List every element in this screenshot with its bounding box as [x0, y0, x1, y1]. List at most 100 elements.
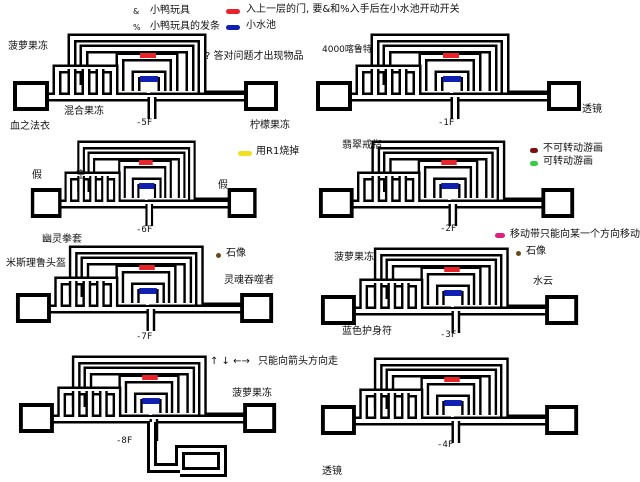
- floor-map-5f: [13, 33, 278, 119]
- room: [244, 81, 278, 111]
- upstairs-door: [142, 375, 158, 380]
- label-water-cloud: 水云: [533, 276, 553, 287]
- upstairs-door: [443, 53, 459, 58]
- legend-statue: 石像: [526, 246, 546, 257]
- upstairs-door: [441, 160, 457, 165]
- room: [547, 81, 581, 111]
- label-pineapple-jelly: 菠萝果冻: [334, 252, 374, 263]
- legend-red-door: 入上一层的门, 要&和%入手后在小水池开动开关: [246, 4, 460, 15]
- floor-map-4f: [320, 357, 579, 443]
- legend-pool: 小水池: [246, 20, 276, 31]
- corridor: [437, 73, 467, 91]
- small-pool: [444, 290, 462, 296]
- pool-switch: [146, 296, 149, 305]
- floor-label-8f: -8F: [116, 436, 133, 446]
- room: [15, 293, 51, 323]
- label-ghost-gloves: 幽灵拳套: [42, 234, 82, 245]
- floor-map-1f: [316, 33, 581, 119]
- room: [227, 188, 257, 218]
- pool-switch: [448, 191, 451, 200]
- conveyor-swatch: [495, 233, 505, 238]
- room: [316, 81, 352, 111]
- pool-switch: [451, 298, 454, 307]
- duck-symbol: &: [133, 7, 140, 16]
- fixed-painting-swatch: [530, 148, 538, 153]
- label-blue-amulet: 蓝色护身符: [342, 326, 392, 337]
- small-pool: [140, 76, 158, 82]
- pool-swatch: [226, 25, 240, 30]
- label-soul-eater: 灵魂吞噬者: [224, 275, 274, 286]
- floor-map-3f: [320, 247, 579, 333]
- statue-swatch: [216, 253, 221, 258]
- upstairs-door: [444, 267, 460, 272]
- legend-fixed-painting: 不可转动游画: [543, 143, 603, 154]
- label-lens: 透镜: [582, 104, 602, 115]
- legend-duck: 小鸭玩具: [150, 5, 190, 16]
- red-door-swatch: [226, 9, 240, 14]
- floor-label-3f: -3F: [440, 330, 457, 340]
- floor-label-4f: -4F: [437, 440, 454, 450]
- small-pool: [139, 183, 155, 189]
- label-pineapple-jelly: 菠萝果冻: [232, 388, 272, 399]
- label-mithril-helm: 米斯理鲁头盔: [6, 258, 66, 269]
- legend-burn: 用R1烧掉: [256, 146, 300, 157]
- legend-statue: 石像: [226, 248, 246, 259]
- floor-8f-extension: [147, 422, 227, 477]
- corridor: [134, 73, 164, 91]
- room: [18, 403, 54, 433]
- legend-question: ? 答对问题才出现物品: [205, 51, 304, 62]
- corridor: [435, 180, 465, 198]
- room: [320, 405, 356, 435]
- label-fake: 假: [32, 170, 42, 181]
- label-fake: 假: [218, 180, 228, 191]
- room: [240, 293, 274, 323]
- upstairs-door: [140, 53, 156, 58]
- corridor: [133, 285, 163, 303]
- upstairs-door: [139, 160, 153, 165]
- corridor: [133, 180, 160, 198]
- floor-map-7f: [15, 245, 274, 331]
- legend-rotatable-painting: 可转动游画: [543, 156, 593, 167]
- upstairs-door: [444, 377, 460, 382]
- room: [545, 405, 579, 435]
- rotatable-painting-swatch: [530, 161, 538, 166]
- burn-swatch: [238, 151, 252, 156]
- pool-switch: [450, 84, 453, 93]
- small-pool: [444, 400, 462, 406]
- room: [243, 403, 277, 433]
- small-pool: [139, 288, 157, 294]
- statue-swatch: [516, 251, 521, 256]
- pool-switch: [451, 408, 454, 417]
- corridor: [136, 395, 166, 413]
- spring-symbol: %: [133, 23, 141, 32]
- floor-label-2f: -2F: [440, 224, 457, 234]
- room: [541, 188, 575, 218]
- pool-switch: [149, 406, 152, 415]
- label-4000-gold: 4000喀鲁特: [322, 45, 372, 55]
- small-pool: [441, 183, 459, 189]
- floor-label-6f: -6F: [136, 225, 153, 235]
- room: [545, 295, 579, 325]
- corridor: [438, 397, 468, 415]
- floor-label-7f: -7F: [136, 332, 153, 342]
- arrows-symbols: ↑ ↓ ←→: [210, 356, 250, 367]
- pool-switch: [145, 191, 148, 200]
- floor-label-5f: -5F: [136, 118, 153, 128]
- floor-map-6f: [30, 140, 257, 226]
- floor-label-1f: -1F: [438, 118, 455, 128]
- legend-arrows: 只能向箭头方向走: [258, 356, 338, 367]
- label-lens: 透镜: [322, 466, 342, 477]
- label-empty: 空: [76, 170, 86, 181]
- label-blood-robe: 血之法衣: [10, 121, 50, 132]
- upstairs-door: [139, 265, 155, 270]
- room: [13, 81, 49, 111]
- room: [320, 295, 356, 325]
- small-pool: [142, 398, 160, 404]
- label-lemon-jelly: 柠檬果冻: [250, 120, 290, 131]
- label-emerald-ring: 翡翠戒指: [342, 140, 382, 151]
- room: [318, 188, 354, 218]
- floor-map-2f: [318, 140, 575, 226]
- label-mixed-jelly: 混合果冻: [64, 106, 104, 117]
- legend-spring: 小鸭玩具的发条: [150, 21, 220, 32]
